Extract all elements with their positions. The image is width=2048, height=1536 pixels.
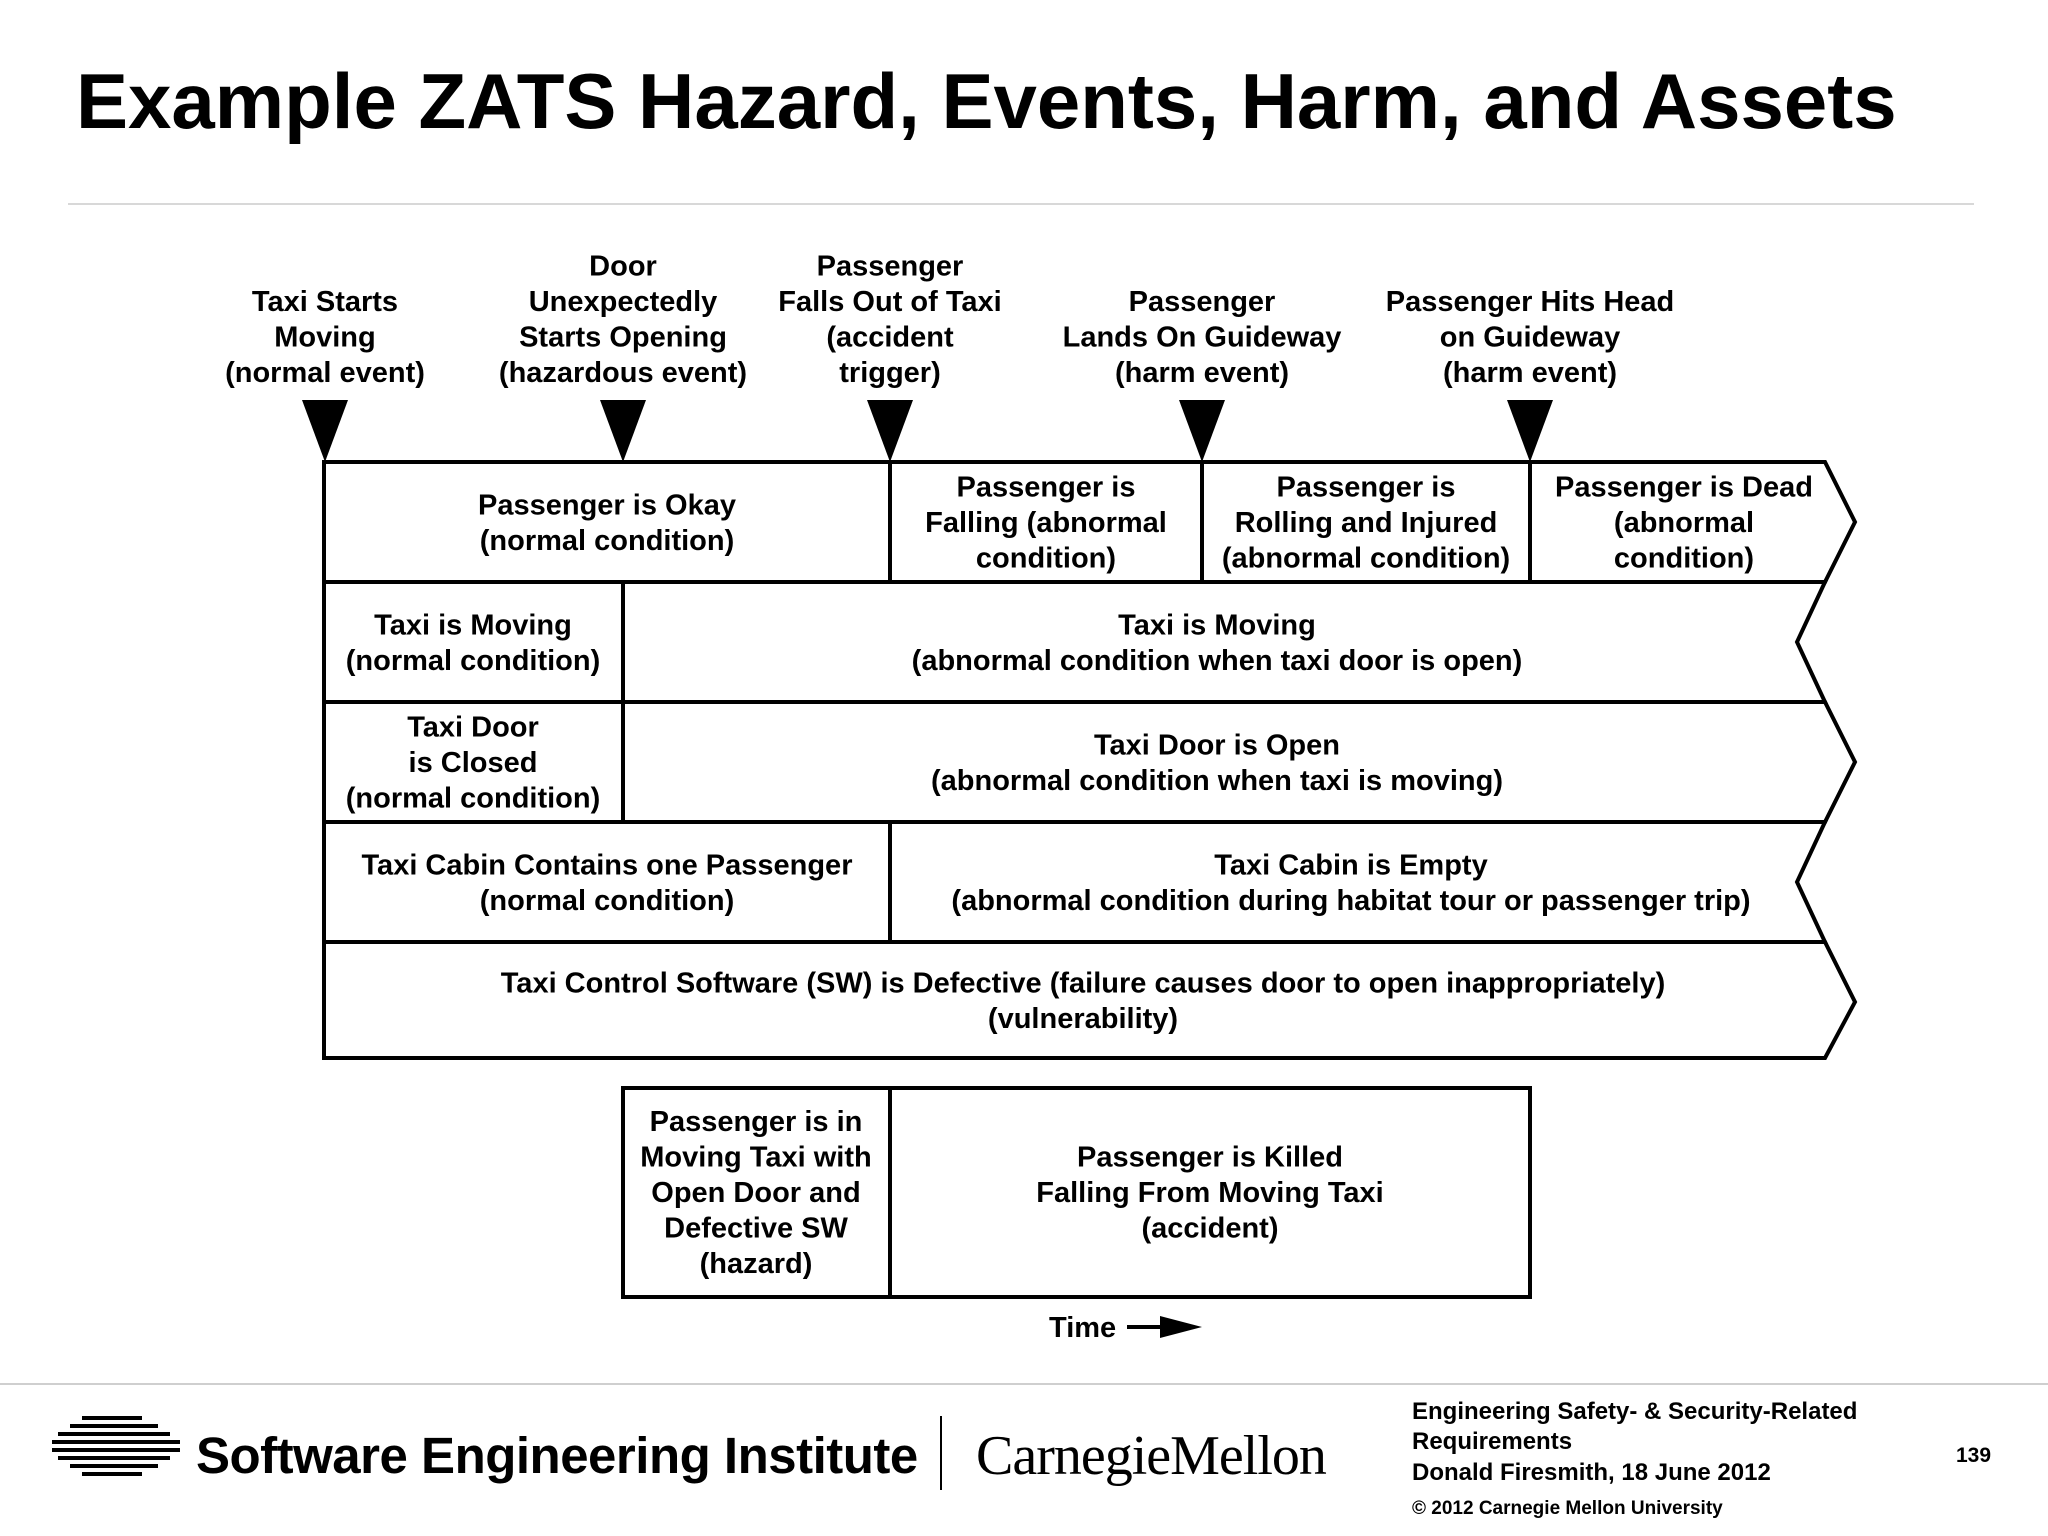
condition-label-taxi-moving-normal: Taxi is Moving(normal condition) bbox=[346, 609, 601, 677]
time-label: Time bbox=[1049, 1312, 1116, 1344]
condition-label-software-defective: Taxi Control Software (SW) is Defective … bbox=[501, 967, 1666, 1035]
time-arrow-head bbox=[1160, 1316, 1202, 1338]
author-date: Donald Firesmith, 18 June 2012 bbox=[1412, 1459, 1771, 1486]
sei-logo-icon bbox=[52, 1416, 180, 1476]
slide-title: Example ZATS Hazard, Events, Harm, and A… bbox=[76, 57, 1897, 145]
footer-divider bbox=[0, 1383, 2048, 1385]
event-marker-door-opening bbox=[600, 400, 646, 462]
condition-label-cabin-empty: Taxi Cabin is Empty(abnormal condition d… bbox=[951, 849, 1750, 917]
page-number: 139 bbox=[1956, 1444, 1992, 1467]
event-marker-hits-head bbox=[1507, 400, 1553, 462]
course-title-line2: Requirements bbox=[1412, 1428, 1573, 1455]
band-outline-2 bbox=[322, 580, 1829, 704]
band-outline-1 bbox=[322, 460, 1858, 584]
condition-label-taxi-moving-abnormal: Taxi is Moving(abnormal condition when t… bbox=[912, 609, 1523, 677]
condition-label-cabin-one-passenger: Taxi Cabin Contains one Passenger(normal… bbox=[362, 849, 853, 917]
event-marker-taxi-starts bbox=[302, 400, 348, 462]
title-divider bbox=[68, 203, 1974, 205]
copyright-notice: © 2012 Carnegie Mellon University bbox=[1412, 1498, 1723, 1519]
band-outline-5 bbox=[322, 940, 1858, 1060]
condition-label-door-open: Taxi Door is Open(abnormal condition whe… bbox=[931, 729, 1503, 797]
summary-box bbox=[621, 1086, 1532, 1299]
institute-name: Software Engineering Institute bbox=[196, 1427, 918, 1484]
course-title-line1: Engineering Safety- & Security-Related bbox=[1412, 1398, 1858, 1425]
condition-label-passenger-okay: Passenger is Okay(normal condition) bbox=[478, 489, 736, 557]
event-marker-falls-out bbox=[867, 400, 913, 462]
band-outline-3 bbox=[322, 700, 1858, 824]
footer-logo-separator bbox=[940, 1416, 942, 1490]
band-outline-4 bbox=[322, 820, 1829, 944]
event-marker-lands bbox=[1179, 400, 1225, 462]
university-name: CarnegieMellon bbox=[976, 1425, 1327, 1487]
